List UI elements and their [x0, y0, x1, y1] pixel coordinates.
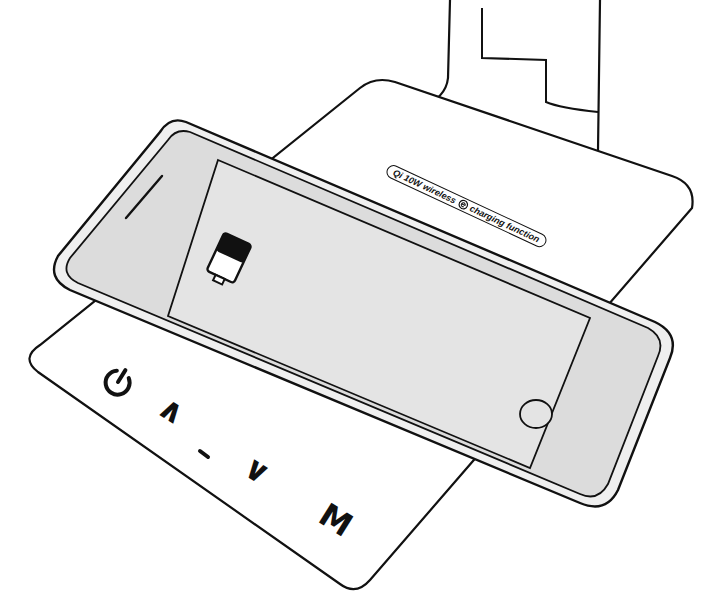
neck-detail	[482, 8, 598, 112]
smartphone	[54, 120, 673, 506]
wireless-icon	[456, 198, 469, 211]
power-symbol	[101, 364, 136, 399]
minus-mark	[200, 451, 208, 457]
lamp-base	[29, 80, 692, 589]
